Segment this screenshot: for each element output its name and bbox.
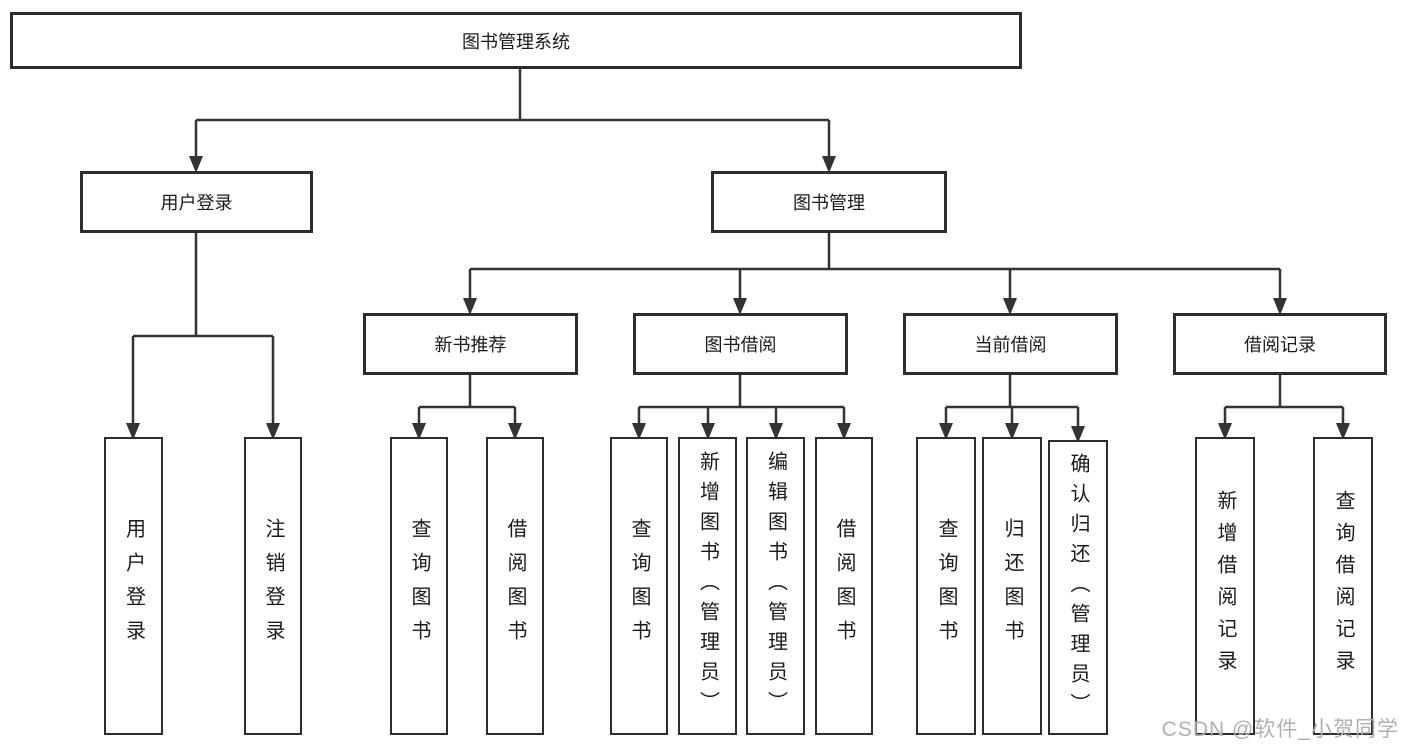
connector-user-login-to-children <box>131 233 275 424</box>
leaf-logout: 注销登录 <box>244 437 302 735</box>
leaf-query-books-current: 查询图书 <box>916 437 976 735</box>
node-borrow-records: 借阅记录 <box>1173 313 1387 375</box>
leaf-query-books-borrow: 查询图书 <box>610 437 668 735</box>
leaf-query-borrow-record: 查询借阅记录 <box>1313 437 1373 735</box>
connector-current-borrow-to-children <box>944 375 1080 427</box>
node-current-borrow: 当前借阅 <box>903 313 1118 375</box>
leaf-borrow-books-recommend: 借阅图书 <box>486 437 544 735</box>
connector-book-borrow-to-children <box>637 375 846 424</box>
node-root-library-system: 图书管理系统 <box>10 12 1022 69</box>
leaf-query-books-recommend: 查询图书 <box>390 437 448 735</box>
leaf-borrow-books: 借阅图书 <box>815 437 873 735</box>
node-book-borrow: 图书借阅 <box>633 313 848 375</box>
connector-new-book-to-children <box>417 375 517 424</box>
leaf-add-books-admin: 新增图书（管理员） <box>678 437 737 735</box>
leaf-confirm-return-admin: 确认归还（管理员） <box>1048 440 1108 735</box>
csdn-watermark: CSDN @软件_小贺同学 <box>1161 718 1399 741</box>
leaf-user-login: 用户登录 <box>104 437 163 735</box>
connector-root-to-level2 <box>194 69 831 157</box>
leaf-add-borrow-record: 新增借阅记录 <box>1195 437 1255 735</box>
leaf-return-books: 归还图书 <box>982 437 1042 735</box>
leaf-edit-books-admin: 编辑图书（管理员） <box>746 437 805 735</box>
node-user-login: 用户登录 <box>80 171 313 233</box>
node-new-book-recommend: 新书推荐 <box>363 313 578 375</box>
connector-borrow-records-to-children <box>1223 375 1345 424</box>
node-book-management: 图书管理 <box>711 171 947 233</box>
connector-book-management-to-level3 <box>468 233 1282 298</box>
